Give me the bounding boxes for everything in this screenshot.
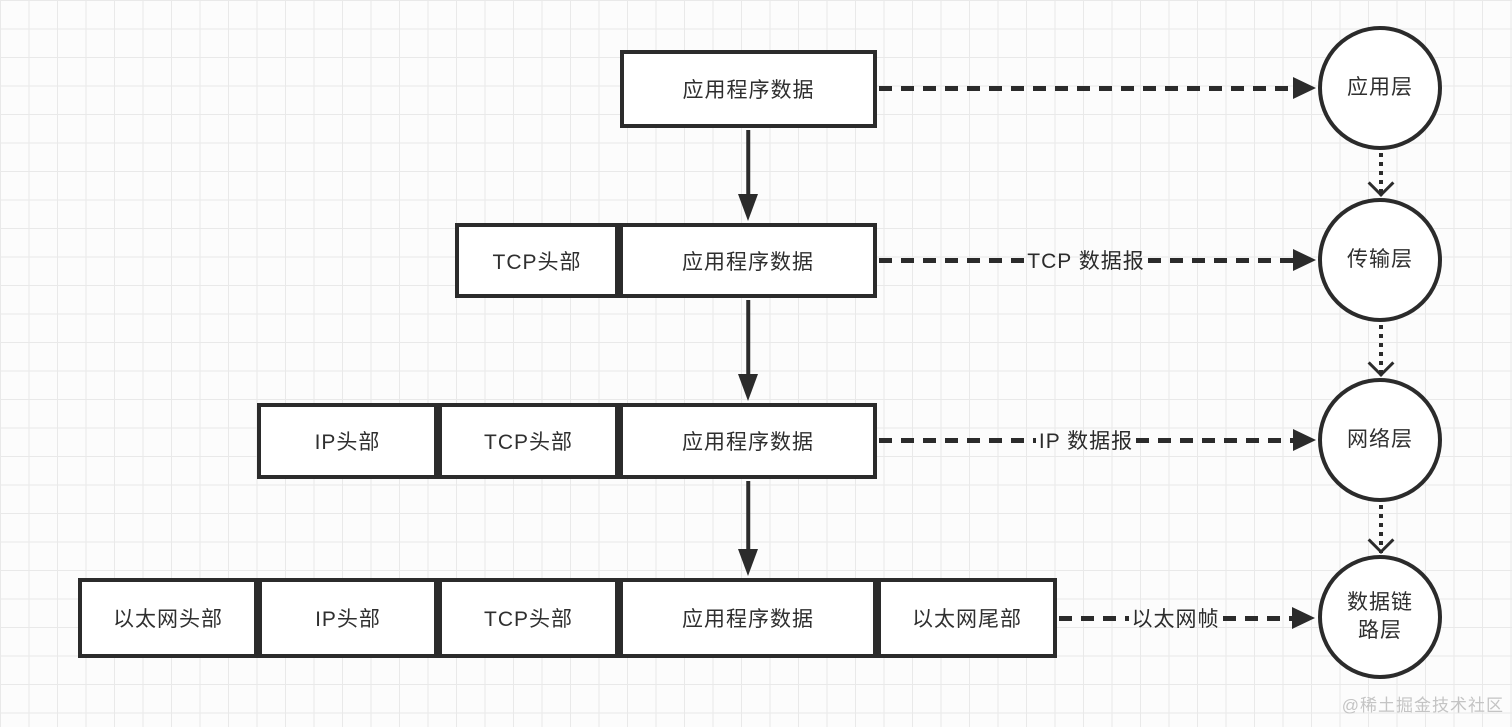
arrow-shaft: [746, 300, 750, 379]
dotted-line: [1379, 505, 1383, 553]
box-ethernet-trailer-row4: 以太网尾部: [877, 578, 1057, 658]
chevron-down-icon: [1367, 170, 1395, 197]
box-ip-header-row4: IP头部: [258, 578, 438, 658]
arrowhead-down-icon: [738, 194, 758, 221]
dashed-line: [1136, 437, 1294, 443]
dashed-arrow-to-application-layer: [879, 75, 1316, 101]
down-arrow-row2-row3: [737, 300, 759, 401]
box-ethernet-header-row4: 以太网头部: [78, 578, 258, 658]
down-arrow-row3-row4: [737, 481, 759, 576]
arrow-shaft: [746, 481, 750, 554]
layer-label: 网络层: [1347, 427, 1413, 451]
edge-label-tcp-datagram: TCP 数据报: [1027, 250, 1145, 273]
layer-node-transport: 传输层: [1318, 198, 1442, 322]
dashed-line: [1147, 257, 1293, 263]
dotted-line: [1379, 325, 1383, 376]
arrowhead-right-icon: [1293, 77, 1316, 99]
arrowhead-right-icon: [1293, 429, 1317, 451]
dashed-line: [879, 85, 1293, 91]
layer-node-datalink: 数据链路层: [1318, 555, 1442, 679]
watermark: @稀土掘金技术社区: [1341, 696, 1504, 715]
dashed-arrow-to-transport-layer: TCP 数据报: [879, 247, 1316, 273]
box-app-data-row2: 应用程序数据: [619, 223, 877, 298]
dashed-arrow-to-network-layer: IP 数据报: [879, 427, 1317, 453]
layer-label: 数据链路层: [1346, 590, 1413, 642]
dashed-line: [1222, 615, 1292, 621]
down-arrow-row1-row2: [737, 130, 759, 221]
edge-label-ethernet-frame: 以太网帧: [1131, 608, 1220, 631]
box-app-data-row1: 应用程序数据: [620, 50, 877, 128]
dotted-arrow-application-to-transport: [1366, 153, 1396, 197]
layer-node-application: 应用层: [1318, 26, 1442, 150]
arrowhead-right-icon: [1292, 607, 1315, 629]
dotted-line: [1379, 153, 1383, 196]
layer-label: 传输层: [1347, 247, 1413, 271]
dashed-line: [879, 437, 1036, 443]
dashed-arrow-to-datalink-layer: 以太网帧: [1059, 605, 1315, 631]
dotted-arrow-network-to-datalink: [1366, 505, 1396, 554]
box-tcp-header-row3: TCP头部: [438, 403, 619, 479]
layer-label: 应用层: [1347, 75, 1413, 99]
box-tcp-header-row4: TCP头部: [438, 578, 619, 658]
box-app-data-row3: 应用程序数据: [619, 403, 877, 479]
arrowhead-down-icon: [738, 549, 758, 576]
dotted-arrow-transport-to-network: [1366, 325, 1396, 377]
box-tcp-header-row2: TCP头部: [455, 223, 619, 298]
dashed-line: [879, 257, 1025, 263]
layer-node-network: 网络层: [1318, 378, 1442, 502]
chevron-down-icon: [1367, 527, 1395, 554]
box-app-data-row4: 应用程序数据: [619, 578, 877, 658]
dashed-line: [1059, 615, 1129, 621]
arrowhead-down-icon: [738, 374, 758, 401]
chevron-down-icon: [1367, 350, 1395, 377]
arrow-shaft: [746, 130, 750, 199]
edge-label-ip-datagram: IP 数据报: [1038, 430, 1134, 453]
arrowhead-right-icon: [1293, 249, 1316, 271]
box-ip-header-row3: IP头部: [257, 403, 438, 479]
